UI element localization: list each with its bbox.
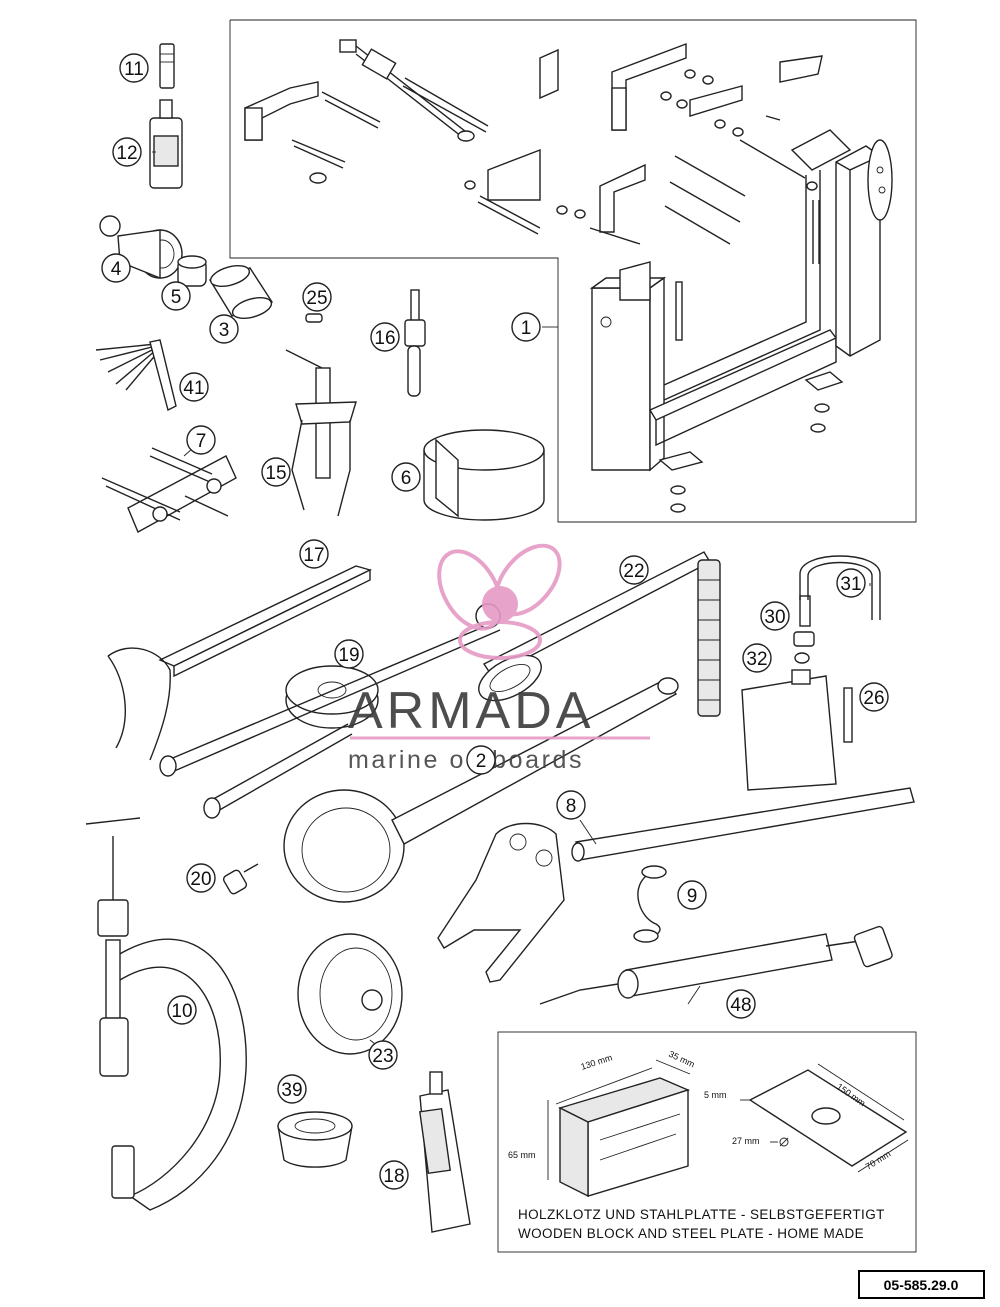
svg-text:7: 7 bbox=[196, 431, 207, 452]
callout: 8 bbox=[556, 790, 586, 820]
tool-39-socket bbox=[277, 1111, 353, 1168]
svg-text:41: 41 bbox=[183, 378, 204, 399]
tool-20-screw bbox=[222, 863, 259, 895]
svg-text:19: 19 bbox=[338, 645, 359, 666]
tool-10-c-clamp bbox=[85, 817, 247, 1211]
inset-note-german: HOLZKLOTZ UND STAHLPLATTE - SELBSTGEFERT… bbox=[518, 1207, 885, 1222]
callout: 15 bbox=[261, 457, 291, 487]
callout: 22 bbox=[619, 555, 649, 585]
svg-text:18: 18 bbox=[383, 1166, 404, 1187]
svg-text:32: 32 bbox=[746, 649, 767, 670]
inset-panel bbox=[497, 1031, 917, 1253]
callouts: 1 2 3 4 5 6 7 8 9 10 11 12 15 16 17 18 1… bbox=[101, 53, 889, 1190]
engine-stand-group bbox=[229, 19, 917, 523]
svg-text:25: 25 bbox=[306, 288, 327, 309]
callout: 12 bbox=[112, 137, 142, 167]
svg-text:12: 12 bbox=[116, 143, 137, 164]
callout: 9 bbox=[677, 880, 707, 910]
svg-text:26: 26 bbox=[863, 688, 884, 709]
svg-text:4: 4 bbox=[111, 259, 122, 280]
tool-32-nut bbox=[794, 652, 810, 664]
tool-15-three-jaw-puller bbox=[285, 349, 357, 517]
plate-hole-label: 27 mm bbox=[732, 1136, 760, 1146]
callout: 19 bbox=[334, 639, 364, 669]
callout: 17 bbox=[299, 539, 329, 569]
inset-note-english: WOODEN BLOCK AND STEEL PLATE - HOME MADE bbox=[518, 1226, 864, 1241]
svg-text:23: 23 bbox=[372, 1046, 393, 1067]
callout: 26 bbox=[859, 682, 889, 712]
tool-4-puller bbox=[99, 215, 183, 280]
tool-30-fitting bbox=[793, 595, 815, 647]
watermark-tagline: marine outboards bbox=[348, 746, 584, 774]
svg-text:48: 48 bbox=[730, 995, 751, 1016]
callout: 39 bbox=[277, 1074, 307, 1104]
watermark: ARMADA marine outboards bbox=[348, 543, 650, 774]
tool-48-grease-gun bbox=[539, 925, 893, 1005]
block-length-label: 130 mm bbox=[580, 1052, 614, 1072]
tool-41-feeler-gauges bbox=[95, 339, 177, 412]
svg-text:3: 3 bbox=[219, 320, 230, 341]
tool-5-sleeve bbox=[177, 255, 207, 287]
tool-2-flywheel-holder bbox=[283, 677, 679, 903]
watermark-brand: ARMADA bbox=[348, 682, 594, 740]
tool-25-pin bbox=[305, 313, 323, 323]
callout: 16 bbox=[370, 322, 400, 352]
plate-thickness-label: 5 mm bbox=[704, 1090, 727, 1100]
tool-31-hose bbox=[799, 555, 881, 620]
svg-text:30: 30 bbox=[764, 607, 785, 628]
tool-11-bit bbox=[159, 43, 175, 89]
svg-text:20: 20 bbox=[190, 869, 211, 890]
svg-text:39: 39 bbox=[281, 1080, 302, 1101]
tool-23-pulley-holder bbox=[297, 933, 403, 1055]
svg-text:5: 5 bbox=[171, 287, 182, 308]
callout: 10 bbox=[167, 995, 197, 1025]
callout: 41 bbox=[179, 372, 209, 402]
tool-19-holder bbox=[159, 603, 501, 819]
callout: 23 bbox=[368, 1040, 398, 1070]
callout: 48 bbox=[726, 989, 756, 1019]
tool-6-clamp-ring bbox=[423, 429, 545, 521]
tool-26-pin bbox=[843, 687, 853, 743]
callout: 30 bbox=[760, 601, 790, 631]
callout: 20 bbox=[186, 863, 216, 893]
callout: 1 bbox=[511, 312, 541, 342]
svg-text:22: 22 bbox=[623, 561, 644, 582]
part-number: 05-585.29.0 bbox=[884, 1277, 959, 1293]
svg-text:1: 1 bbox=[521, 318, 532, 339]
callout: 5 bbox=[161, 281, 191, 311]
callout: 32 bbox=[742, 643, 772, 673]
tool-3-sleeve bbox=[208, 265, 274, 319]
tool-16-slide-hammer bbox=[404, 289, 426, 397]
tool-18-tube bbox=[419, 1071, 471, 1233]
svg-text:16: 16 bbox=[374, 328, 395, 349]
callout: 18 bbox=[379, 1160, 409, 1190]
part-number-box: 05-585.29.0 bbox=[858, 1270, 985, 1299]
svg-text:15: 15 bbox=[265, 463, 286, 484]
svg-text:9: 9 bbox=[687, 886, 698, 907]
tool-17-fork-bar bbox=[107, 565, 372, 761]
callout: 25 bbox=[302, 282, 332, 312]
svg-text:10: 10 bbox=[171, 1001, 192, 1022]
svg-text:8: 8 bbox=[566, 796, 577, 817]
callout: 31 bbox=[836, 568, 866, 598]
callout: 4 bbox=[101, 253, 131, 283]
callout: 3 bbox=[209, 314, 239, 344]
callout: 11 bbox=[119, 53, 149, 83]
tool-9-hook bbox=[633, 865, 667, 943]
block-height-label: 65 mm bbox=[508, 1150, 536, 1160]
svg-text:31: 31 bbox=[840, 574, 861, 595]
svg-text:11: 11 bbox=[124, 59, 144, 80]
callout: 7 bbox=[186, 425, 216, 455]
tool-8-bracket-bar bbox=[437, 787, 915, 983]
svg-text:17: 17 bbox=[303, 545, 324, 566]
svg-text:6: 6 bbox=[401, 468, 412, 489]
propeller-logo-icon bbox=[437, 543, 562, 660]
svg-text:2: 2 bbox=[476, 751, 487, 772]
tool-oil-can bbox=[741, 669, 837, 791]
tool-7-puller-plate bbox=[101, 447, 237, 533]
tool-12-bottle bbox=[149, 99, 183, 189]
callout: 6 bbox=[391, 462, 421, 492]
callout: 2 bbox=[466, 745, 496, 775]
